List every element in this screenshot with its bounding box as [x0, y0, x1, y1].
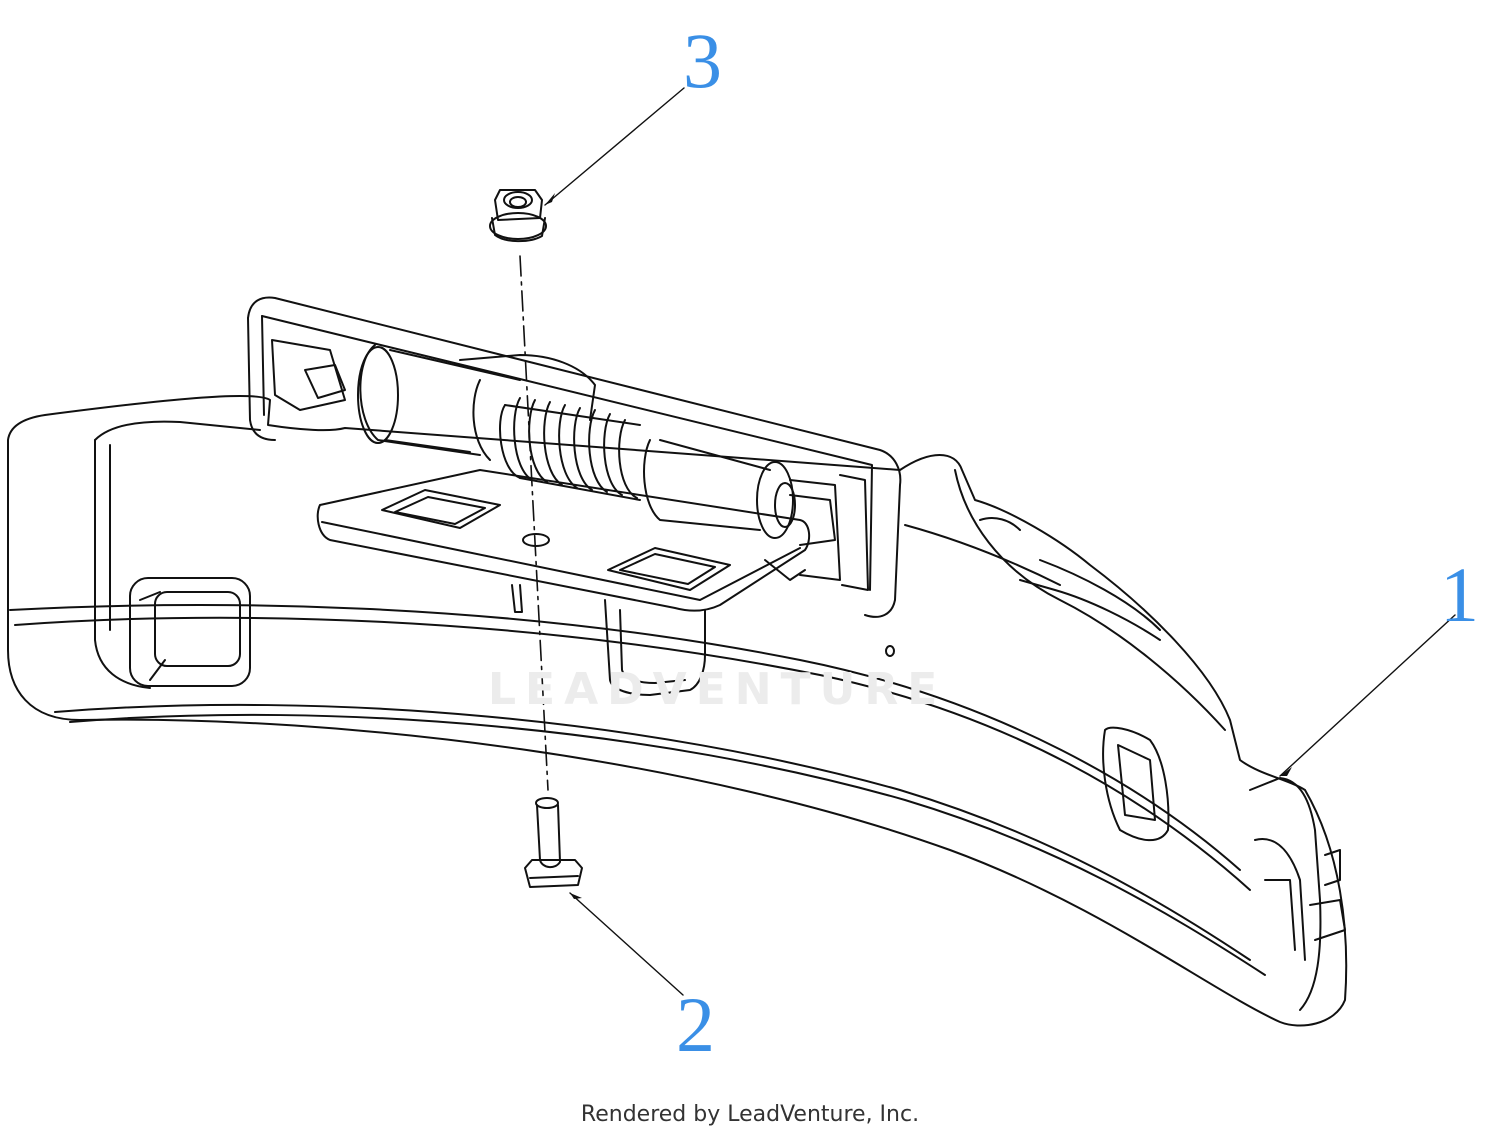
leader-arrow-1: [1280, 767, 1292, 776]
callout-part-1[interactable]: 1: [1440, 551, 1479, 638]
leader-line-3: [544, 87, 685, 206]
assembly-centerline: [519, 255, 549, 791]
watermark: LEADVENTURE: [488, 664, 947, 715]
part-1-seat-base: [7, 395, 1348, 1027]
callout-part-3[interactable]: 3: [683, 17, 722, 104]
leader-arrow-3: [545, 193, 555, 205]
part-2-shoulder-bolt: [524, 797, 583, 888]
leader-arrow-2: [570, 893, 582, 899]
hinge-frame: [247, 296, 902, 618]
leader-line-2: [569, 892, 684, 996]
footer-credit: Rendered by LeadVenture, Inc.: [580, 1102, 920, 1127]
leader-line-1: [1279, 614, 1456, 777]
part-3-flange-nut: [489, 189, 547, 243]
mounting-plate: [316, 469, 811, 612]
callout-part-2[interactable]: 2: [676, 981, 715, 1068]
